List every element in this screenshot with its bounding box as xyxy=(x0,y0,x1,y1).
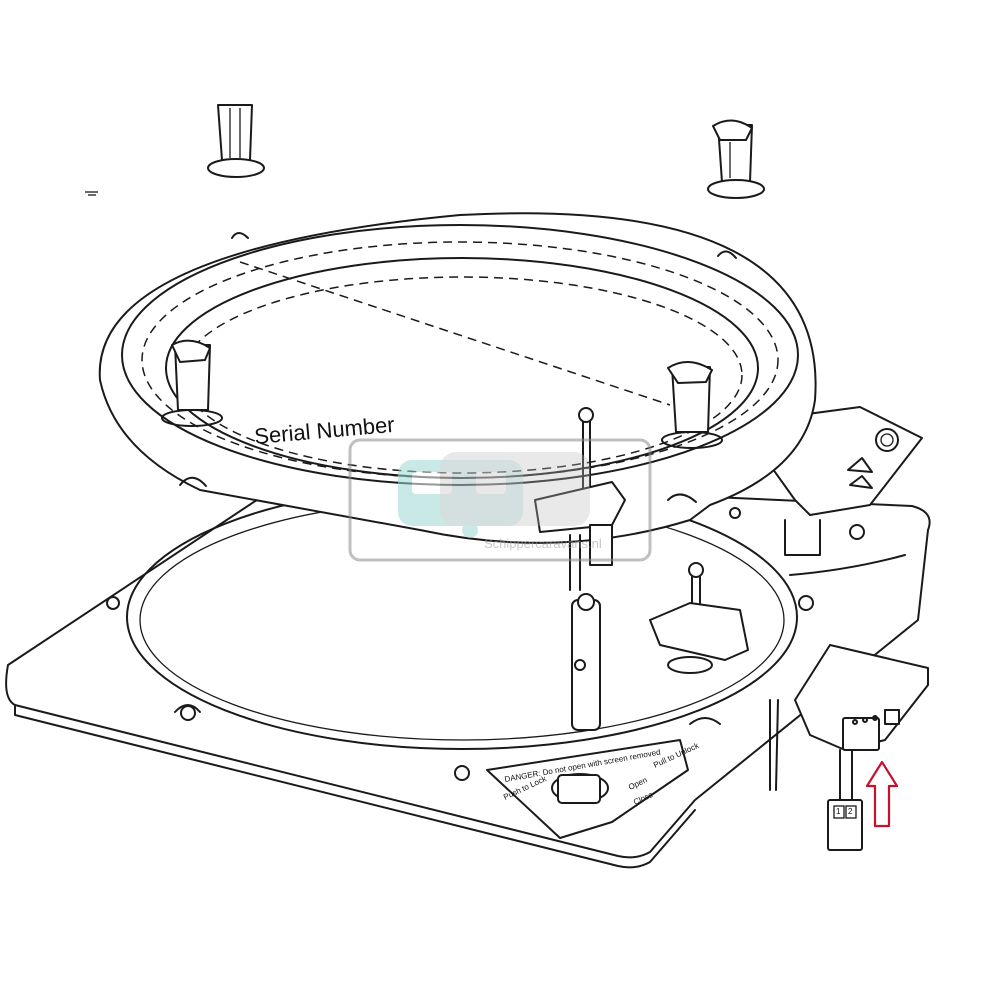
latch-right xyxy=(707,119,765,199)
board-pin-1-label: 1 xyxy=(836,807,841,816)
highlight-arrow xyxy=(865,760,899,828)
board-pin-2-label: 2 xyxy=(848,807,853,816)
ring-clip-right xyxy=(661,361,723,449)
tension-knob xyxy=(649,562,749,674)
latch-left xyxy=(207,104,265,178)
center-handle-assembly xyxy=(534,407,626,731)
watermark: Schippercaravans.nl xyxy=(348,438,652,562)
wire-connector xyxy=(827,799,863,851)
ring-clip-left xyxy=(161,339,223,427)
locking-plate: DANGER: Do not open with screen removed … xyxy=(486,739,701,839)
control-board: 1 2 xyxy=(769,644,929,851)
watermark-text: Schippercaravans.nl xyxy=(484,536,602,551)
